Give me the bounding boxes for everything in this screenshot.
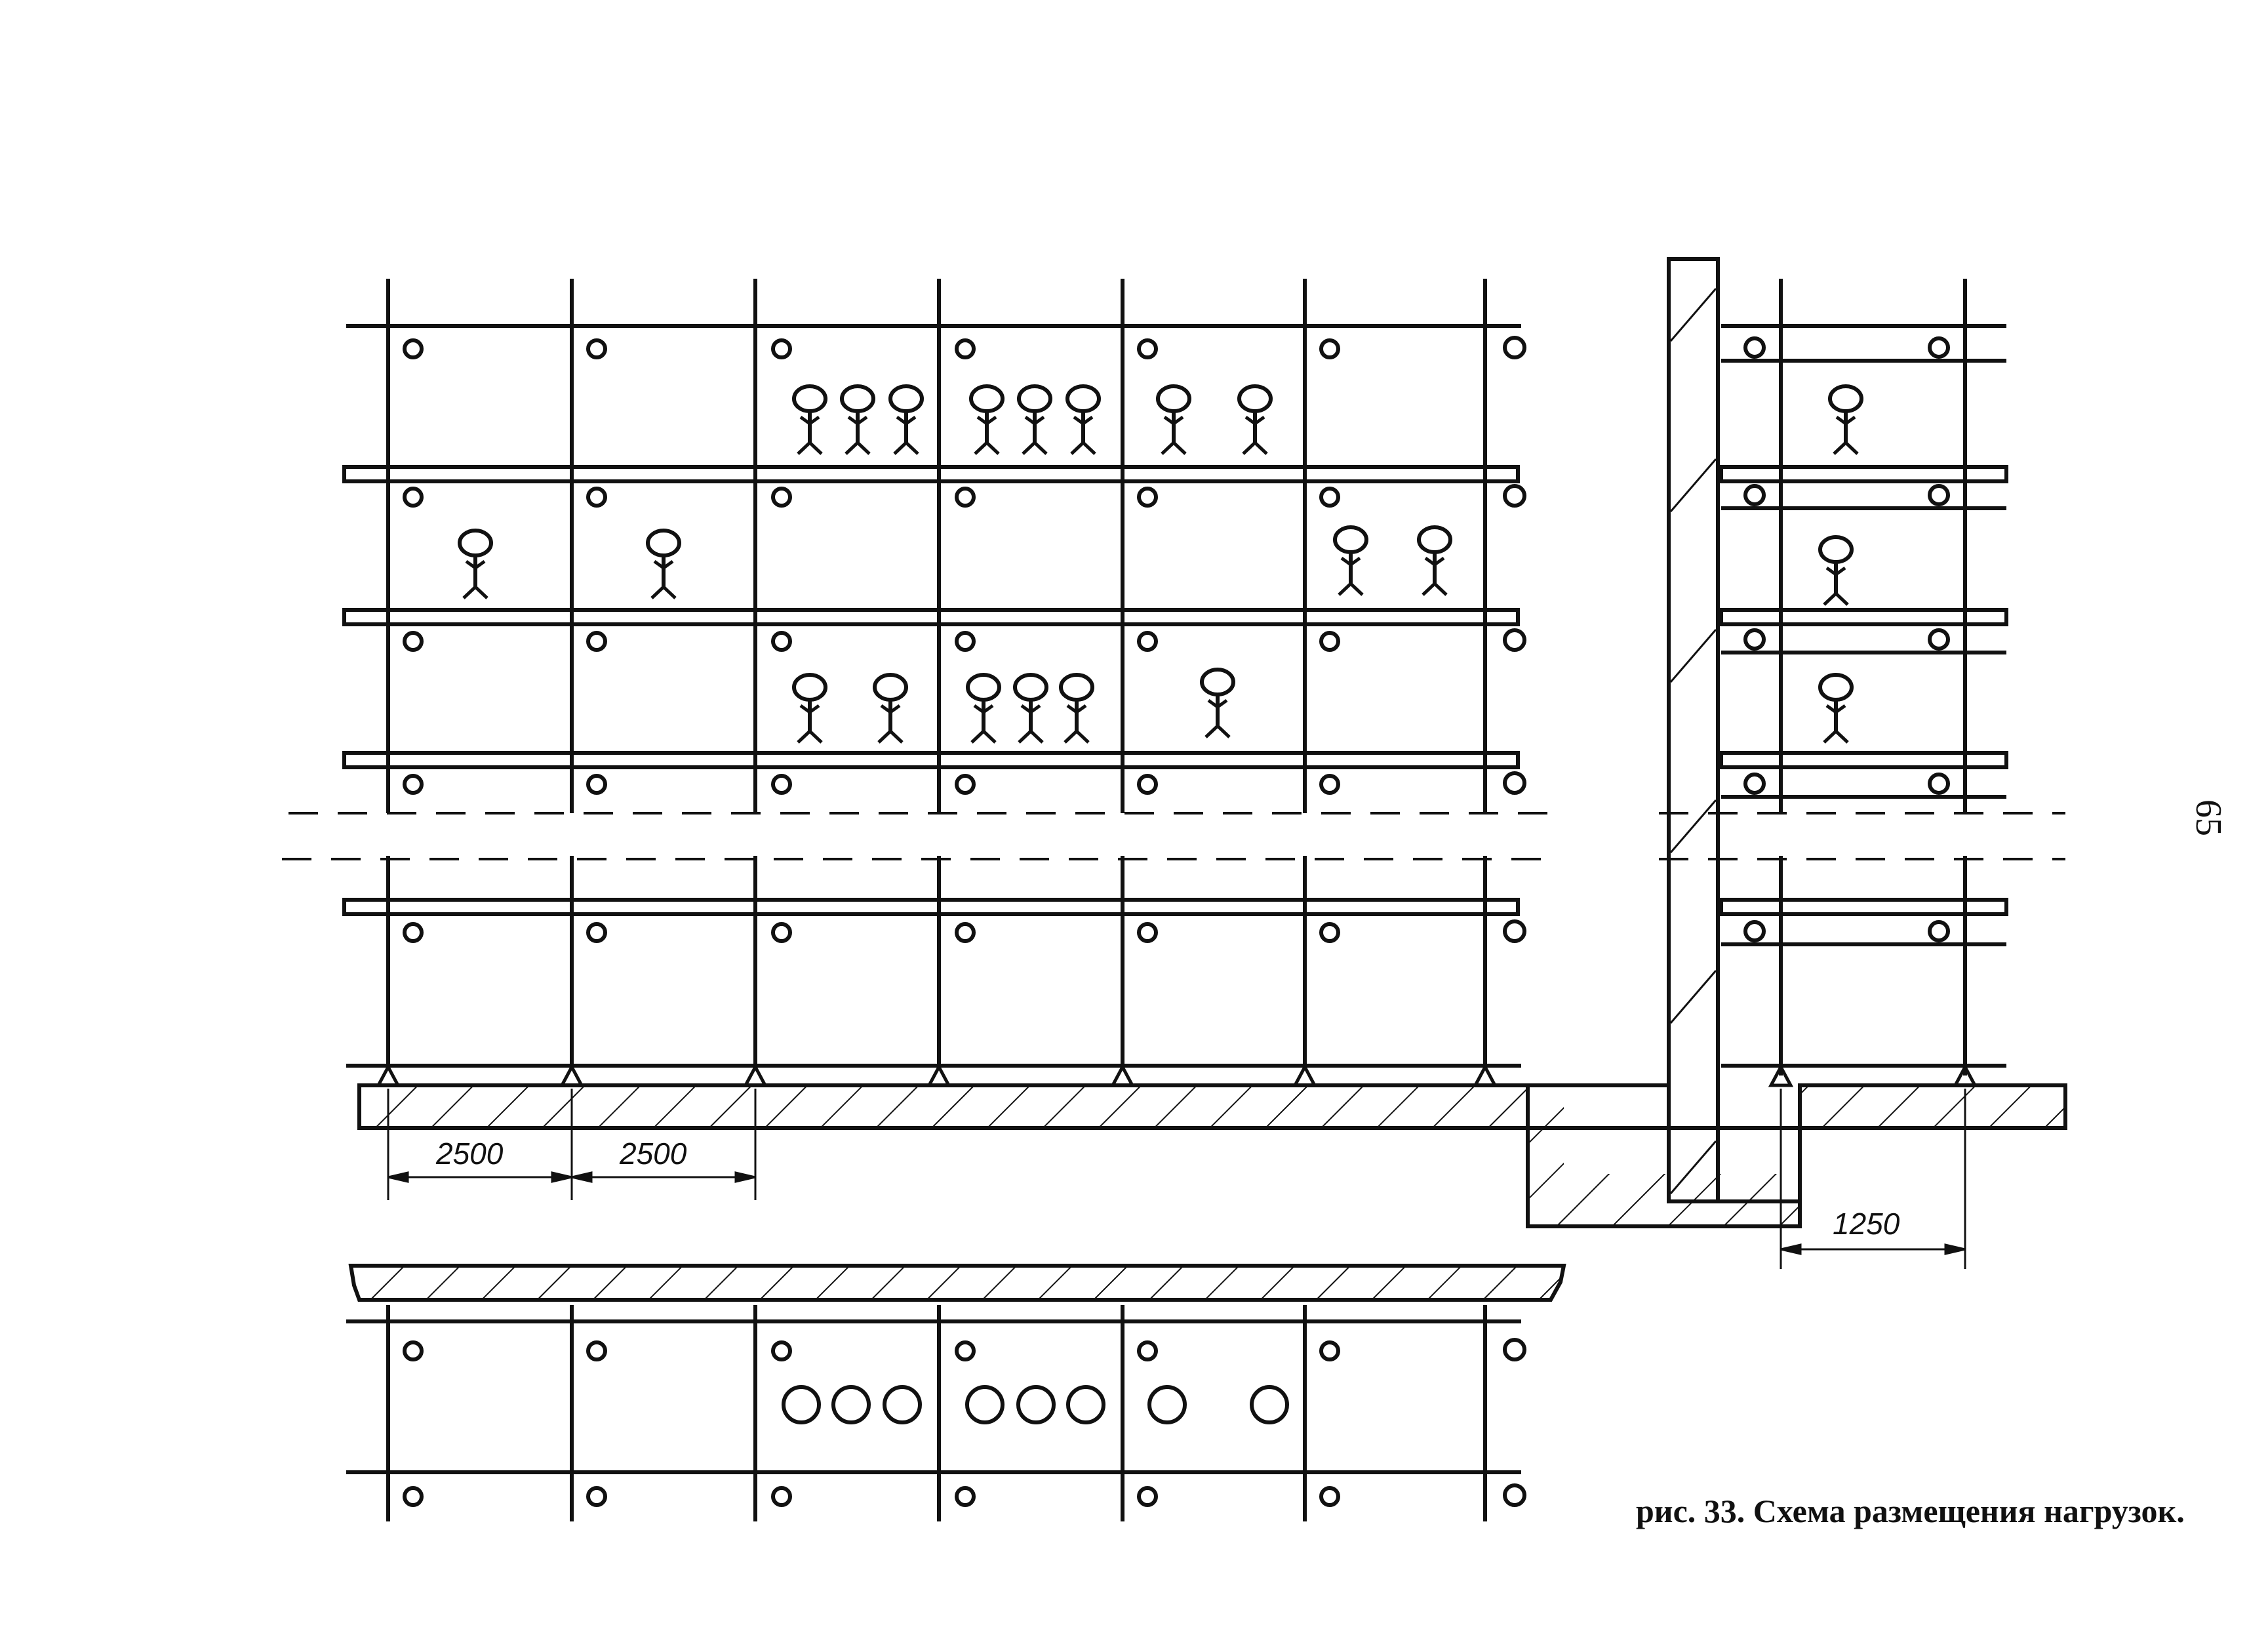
stick-figure-icon — [1830, 386, 1861, 454]
coupler-markers — [403, 336, 1526, 943]
dimension-bay-1: 2500 — [435, 1136, 504, 1171]
circle-load-icon — [1250, 1385, 1289, 1424]
deck-board — [342, 898, 1520, 916]
stick-figure-icon — [794, 386, 826, 454]
stick-figure-icon — [875, 675, 906, 742]
circle-load-icon — [831, 1385, 871, 1424]
circle-load-icon — [782, 1385, 821, 1424]
stick-figure-icon — [1202, 670, 1233, 737]
circle-load-icon — [1147, 1385, 1187, 1424]
stick-figure-icon — [1158, 386, 1189, 454]
circle-load-icon — [1016, 1385, 1056, 1424]
scaffold-posts — [386, 279, 1487, 1076]
stick-figure-icon — [1061, 675, 1092, 742]
scaffold-ledgers — [342, 324, 1521, 1068]
dimension-bay-2: 2500 — [619, 1136, 687, 1171]
deck-board — [342, 608, 1520, 626]
stick-figure-icon — [1820, 675, 1852, 742]
stick-figure-icon — [842, 386, 873, 454]
stick-figure-icon — [1419, 527, 1450, 595]
stick-figure-icon — [971, 386, 1003, 454]
circle-load-icon — [883, 1385, 922, 1424]
figure-caption: рис. 33. Схема размещения нагрузок. — [1636, 1493, 2185, 1529]
dimension-side-bay: 1250 — [1833, 1207, 1900, 1241]
worker-icons — [460, 386, 1861, 742]
ground-slab — [357, 1083, 2067, 1228]
stick-figure-icon — [890, 386, 922, 454]
stick-figure-icon — [1239, 386, 1271, 454]
dimension-lines — [387, 1089, 1966, 1269]
stick-figure-icon — [1067, 386, 1099, 454]
circle-load-icon — [1066, 1385, 1105, 1424]
base-plates — [375, 1063, 1978, 1087]
stick-figure-icon — [1820, 537, 1852, 605]
deck-board — [342, 465, 1520, 483]
page-number: 65 — [2188, 799, 2229, 836]
load-circles — [782, 1385, 1289, 1424]
side-scaffold — [1719, 279, 2008, 1076]
lower-slab — [348, 1264, 1566, 1302]
stick-figure-icon — [794, 675, 826, 742]
deck-board — [342, 751, 1520, 769]
wall-column — [1667, 257, 1720, 1203]
stick-figure-icon — [1019, 386, 1050, 454]
lower-scaffold — [346, 1305, 1526, 1521]
break-lines — [282, 812, 2065, 860]
circle-load-icon — [965, 1385, 1005, 1424]
stick-figure-icon — [968, 675, 999, 742]
stick-figure-icon — [1015, 675, 1046, 742]
stick-figure-icon — [460, 531, 491, 598]
stick-figure-icon — [648, 531, 679, 598]
stick-figure-icon — [1335, 527, 1366, 595]
